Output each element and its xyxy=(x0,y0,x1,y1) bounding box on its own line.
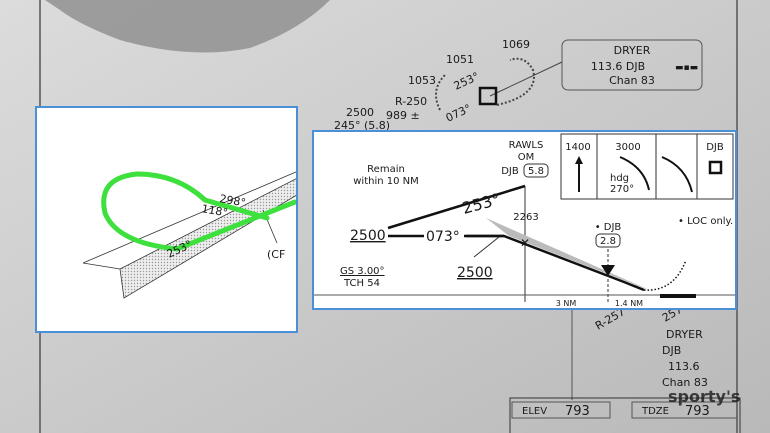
svg-text:hdg: hdg xyxy=(610,173,629,184)
svg-text:ELEV: ELEV xyxy=(522,406,547,417)
svg-text:1051: 1051 xyxy=(446,53,474,66)
svg-text:DJB: DJB xyxy=(501,166,519,177)
svg-text:• LOC only.: • LOC only. xyxy=(678,216,733,227)
svg-text:073°: 073° xyxy=(426,229,460,245)
missed-approach-icons: 1400 3000 hdg 270° DJB xyxy=(560,133,734,200)
svg-text:2500: 2500 xyxy=(350,228,386,244)
svg-text:DJB: DJB xyxy=(662,344,681,357)
svg-text:Remain: Remain xyxy=(367,164,405,175)
svg-text:2.8: 2.8 xyxy=(600,236,616,247)
svg-text:R-250: R-250 xyxy=(395,95,427,108)
vdp-marker-icon xyxy=(601,265,615,276)
svg-text:793: 793 xyxy=(685,404,710,419)
svg-text:RAWLS: RAWLS xyxy=(509,140,544,151)
svg-text:1.4 NM: 1.4 NM xyxy=(615,299,643,308)
tdze-box xyxy=(631,401,738,419)
svg-text:TCH 54: TCH 54 xyxy=(343,278,380,289)
svg-text:DRYER: DRYER xyxy=(666,328,703,341)
svg-text:▬▪▬: ▬▪▬ xyxy=(675,63,698,73)
svg-text:298°: 298° xyxy=(218,192,246,209)
plan-view-inset: 298° 118° 253° (CF xyxy=(35,106,318,333)
dryer-vor-box: DRYER 113.6 DJB ▬▪▬ Chan 83 xyxy=(561,39,703,91)
svg-text:270°: 270° xyxy=(610,184,634,195)
svg-text:245° (5.8): 245° (5.8) xyxy=(334,119,390,132)
sportys-watermark: sporty's xyxy=(668,387,740,406)
svg-text:113.6: 113.6 xyxy=(668,360,700,373)
svg-text:DJB: DJB xyxy=(706,142,724,153)
svg-text:113.6 DJB: 113.6 DJB xyxy=(591,60,645,73)
svg-text:1069: 1069 xyxy=(502,38,530,51)
svg-text:TDZE: TDZE xyxy=(641,406,669,417)
svg-text:118°: 118° xyxy=(200,202,228,219)
partial-label: (CF xyxy=(267,248,285,261)
svg-text:✕: ✕ xyxy=(520,236,530,250)
svg-text:Chan 83: Chan 83 xyxy=(609,74,655,87)
svg-text:Chan 83: Chan 83 xyxy=(662,376,708,389)
svg-text:OM: OM xyxy=(518,152,535,163)
svg-text:• DJB: • DJB xyxy=(595,222,622,233)
svg-text:2263: 2263 xyxy=(513,212,538,223)
svg-text:3 NM: 3 NM xyxy=(556,299,577,308)
svg-text:1400: 1400 xyxy=(565,142,590,153)
svg-text:793: 793 xyxy=(565,404,590,419)
svg-text:253°: 253° xyxy=(460,190,502,218)
svg-text:2500: 2500 xyxy=(457,265,493,281)
svg-text:2500: 2500 xyxy=(346,106,374,119)
elev-box xyxy=(511,401,611,419)
holding-track xyxy=(101,171,298,252)
svg-text:DRYER: DRYER xyxy=(614,44,651,57)
svg-text:GS 3.00°: GS 3.00° xyxy=(340,266,385,277)
svg-text:1053: 1053 xyxy=(408,74,436,87)
vortac-icon xyxy=(708,160,723,175)
svg-text:within 10 NM: within 10 NM xyxy=(353,176,419,187)
svg-text:3000: 3000 xyxy=(615,142,640,153)
vortac-icon xyxy=(478,86,498,106)
terrain-shading xyxy=(45,0,330,53)
svg-text:5.8: 5.8 xyxy=(528,166,544,177)
profile-view-inset: Remain within 10 NM RAWLS OM DJB 5.8 253… xyxy=(312,130,737,310)
svg-text:989 ±: 989 ± xyxy=(386,109,420,122)
